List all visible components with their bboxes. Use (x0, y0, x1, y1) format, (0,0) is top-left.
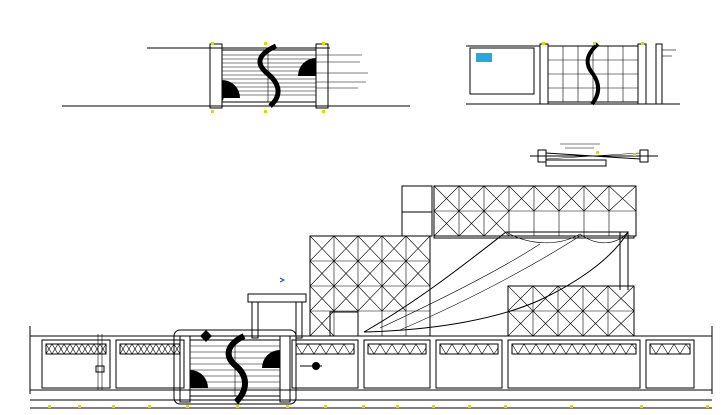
wall-gate-elevation-detail (466, 42, 680, 106)
wall-panel-5 (435, 339, 503, 389)
half-circle-right (298, 58, 316, 76)
swatch (476, 53, 492, 62)
entrance-gate (173, 329, 297, 405)
ground-markers (48, 405, 709, 408)
wall-panel-6 (507, 339, 641, 389)
wall-panel-2 (115, 339, 185, 389)
s-ornament (257, 43, 281, 108)
pointer-icon (279, 277, 286, 283)
boundary-wall (29, 326, 713, 409)
wall-panel-7 (645, 339, 695, 389)
gate-elevation-detail (62, 42, 410, 113)
annotation-leaders (316, 54, 368, 89)
building-facade (247, 185, 637, 339)
wall-panel (469, 47, 535, 95)
wall-panel-3 (291, 339, 359, 389)
gate-plan-detail (530, 143, 658, 167)
wall-panel-1 (41, 339, 111, 389)
porch-roof (247, 293, 307, 303)
tensile-canopy (363, 231, 629, 333)
wall-panel-4 (363, 339, 431, 389)
